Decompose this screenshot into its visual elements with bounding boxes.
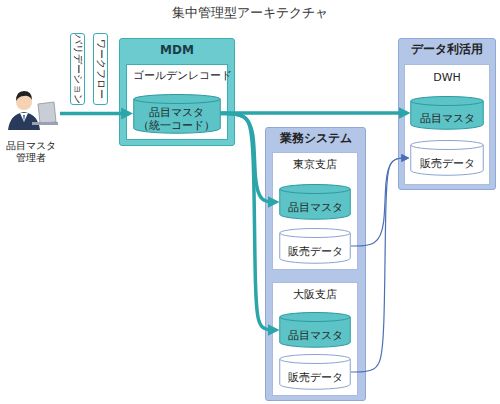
node-label: ゴールデンレコード (133, 69, 231, 82)
db-cylinder: 品目マスタ (410, 96, 484, 130)
diagram-title: 集中管理型アーキテクチャ (0, 4, 500, 22)
node-label: バリデーション (73, 34, 83, 104)
node-label: 販売データ (288, 245, 343, 258)
node-label: DWH (433, 71, 461, 84)
cylinder-top (280, 355, 351, 364)
system-group: データ利活用 DWH 品目マスタ販売データ (398, 38, 496, 190)
cylinder-top (280, 229, 351, 238)
laptop-base (32, 122, 58, 125)
node-label: データ利活用 (411, 43, 483, 57)
db-cylinder: 販売データ (410, 140, 484, 176)
person-hair (16, 91, 32, 101)
node-label: 業務システム (280, 132, 352, 146)
node-label: 品目マスタ (288, 201, 343, 214)
laptop-screen (38, 102, 56, 123)
node-label: MDM (160, 43, 194, 57)
node-label: 東京支店 (293, 158, 337, 171)
step-tag: バリデーション (70, 33, 85, 105)
flow-arrow (351, 158, 407, 246)
node-label: 品目マスタ （統一コード） (135, 106, 219, 131)
node-label: 販売データ (420, 157, 475, 170)
cylinder-top (411, 97, 484, 106)
cylinder-top (411, 141, 484, 150)
flow-arrow (221, 111, 408, 115)
record-panel: DWH 品目マスタ販売データ (404, 64, 490, 185)
node-label: 品目マスタ (420, 112, 475, 125)
db-cylinder: 品目マスタ （統一コード） (133, 94, 221, 134)
system-group: MDM ゴールデンレコード品目マスタ （統一コード） (119, 38, 235, 146)
db-cylinder: 品目マスタ (279, 184, 351, 220)
record-panel: 大阪支店品目マスタ販売データ (272, 282, 358, 396)
db-cylinder: 販売データ (279, 228, 351, 264)
node-label: 品目マスタ 管理者 (4, 140, 58, 164)
step-tag: ワークフロー (93, 33, 108, 105)
node-label: 販売データ (288, 371, 343, 384)
flow-arrow (60, 112, 130, 116)
flow-arrow (351, 158, 407, 372)
cylinder-top (280, 313, 351, 322)
db-cylinder: 販売データ (279, 354, 351, 390)
node-label: 大阪支店 (293, 288, 337, 301)
person-shirt (20, 113, 28, 122)
cylinder-top (280, 185, 351, 194)
person-tie (23, 115, 25, 122)
person-icon (2, 78, 60, 132)
cylinder-body (133, 99, 220, 133)
system-group: 業務システム東京支店品目マスタ販売データ大阪支店品目マスタ販売データ (265, 127, 366, 401)
record-panel: 東京支店品目マスタ販売データ (272, 152, 358, 270)
flow-arrow (221, 114, 277, 203)
cylinder-top (133, 94, 220, 103)
actor-figure: 品目マスタ 管理者 (2, 78, 60, 164)
flow-arrow (221, 114, 277, 331)
person-body (8, 112, 40, 130)
db-cylinder: 品目マスタ (279, 312, 351, 348)
node-label: ワークフロー (96, 39, 106, 99)
record-panel: ゴールデンレコード品目マスタ （統一コード） (126, 64, 228, 140)
node-label: 品目マスタ (288, 329, 343, 342)
